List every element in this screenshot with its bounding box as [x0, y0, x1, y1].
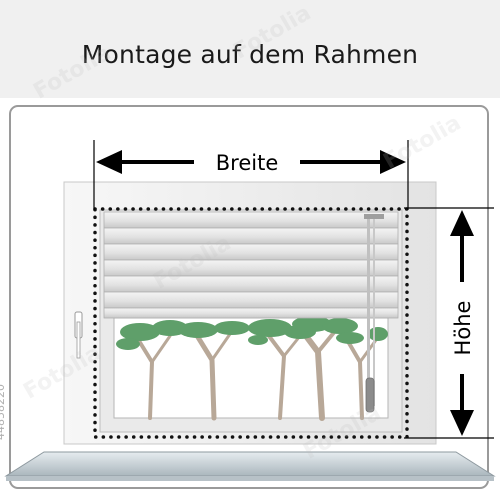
header-band: Montage auf dem Rahmen	[0, 0, 500, 98]
blind-slats	[103, 211, 399, 319]
arrow-up-icon	[450, 210, 474, 236]
arrow-left-icon	[96, 150, 122, 174]
height-label: Höhe	[451, 301, 475, 356]
arrow-right-icon	[380, 150, 406, 174]
window-sill-front	[6, 476, 494, 481]
guide-rail	[367, 216, 370, 412]
mounting-outline	[93, 207, 409, 439]
pull-weight	[365, 377, 375, 413]
arrow-down-icon	[450, 410, 474, 436]
trees-view	[116, 316, 388, 421]
window-handle	[74, 311, 83, 359]
diagram-title: Montage auf dem Rahmen	[81, 40, 419, 69]
guide-rail-2	[373, 216, 375, 406]
window-sill	[4, 451, 496, 477]
image-code: 44858220	[0, 384, 7, 440]
width-dimension	[93, 140, 409, 210]
height-dimension	[404, 207, 494, 439]
width-label: Breite	[216, 151, 279, 175]
rail-top-cap	[364, 214, 384, 219]
